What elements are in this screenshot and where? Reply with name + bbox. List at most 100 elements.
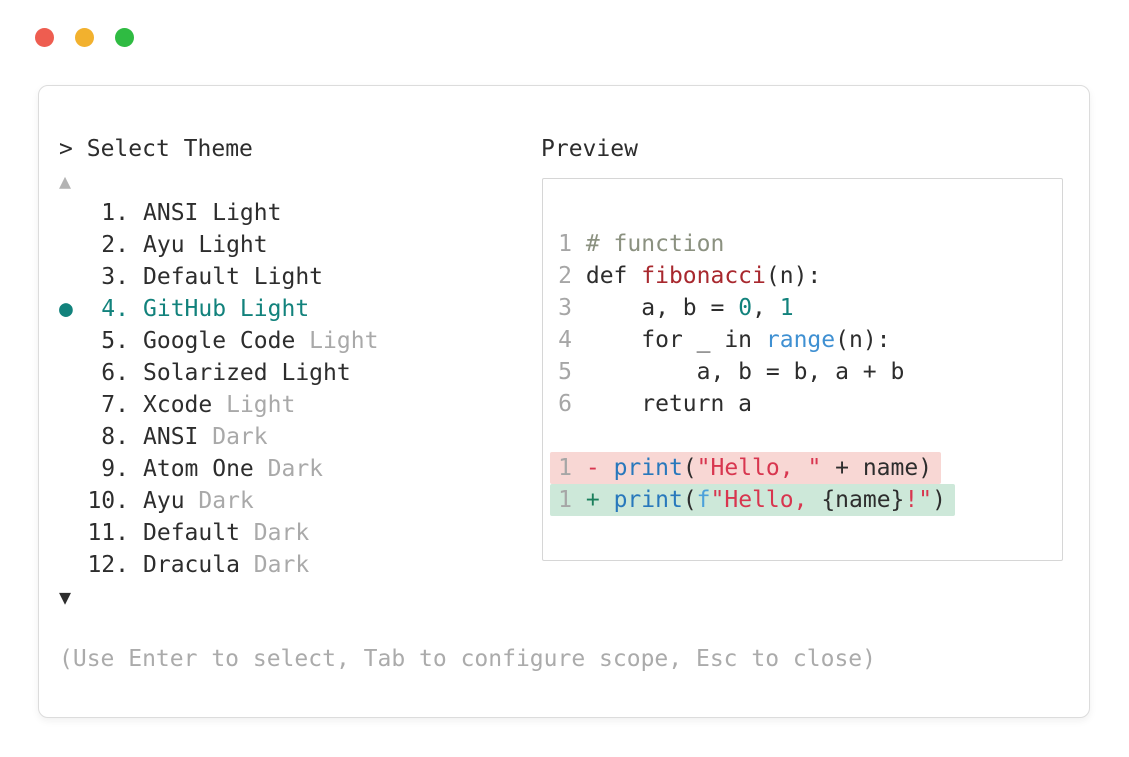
diff-highlight-del: 1 - print("Hello, " + name) — [550, 452, 942, 484]
spacer — [129, 261, 143, 293]
spacer — [572, 231, 586, 257]
theme-list-item[interactable]: 1. ANSI Light — [59, 197, 378, 229]
code-token: def — [585, 263, 642, 289]
theme-number: 1. — [101, 200, 129, 226]
theme-number: 9. — [101, 456, 129, 482]
code-line: 4 for _ in range(n): — [558, 324, 1062, 356]
theme-name: ANSI Light — [143, 200, 282, 226]
zoom-button[interactable] — [115, 28, 134, 47]
theme-list-item[interactable]: 8. ANSI Dark — [59, 421, 378, 453]
theme-name-suffix: Light — [295, 328, 379, 354]
traffic-lights — [35, 28, 134, 47]
line-number: 2 — [558, 263, 572, 289]
code-token: , — [752, 295, 780, 321]
theme-number: 4. — [101, 296, 129, 322]
spacer — [572, 455, 586, 481]
theme-list-item[interactable]: 10. Ayu Dark — [59, 485, 378, 517]
line-number: 6 — [558, 391, 572, 417]
minimize-button[interactable] — [75, 28, 94, 47]
code-line: 2 def fibonacci(n): — [558, 260, 1062, 292]
theme-name-suffix: Dark — [253, 456, 324, 482]
marker-placeholder — [59, 325, 87, 357]
theme-name-suffix: Dark — [184, 488, 254, 514]
code-token: {name} — [821, 487, 905, 513]
keyboard-hint: (Use Enter to select, Tab to configure s… — [59, 646, 876, 672]
code-line: 1 # function — [558, 228, 1062, 260]
theme-list-item[interactable]: 6. Solarized Light — [59, 357, 378, 389]
prompt-line: > Select Theme — [59, 133, 253, 165]
theme-name-suffix: Dark — [239, 520, 310, 546]
line-number: 5 — [558, 359, 572, 385]
marker-placeholder — [59, 197, 87, 229]
code-token: - — [585, 455, 614, 481]
theme-name: Xcode — [143, 392, 213, 418]
spacer — [129, 517, 143, 549]
scroll-up-icon[interactable]: ▲ — [59, 169, 72, 193]
code-token: "Hello, " — [696, 455, 822, 481]
spacer — [572, 295, 586, 321]
code-token: (n): — [765, 263, 822, 289]
code-token: a, b = b, a + b — [585, 359, 905, 385]
code-token: + — [585, 487, 614, 513]
page-title: Select Theme — [86, 136, 253, 162]
code-token: ( — [682, 455, 697, 481]
theme-number: 7. — [101, 392, 129, 418]
marker-placeholder — [59, 421, 87, 453]
theme-number: 12. — [87, 552, 129, 578]
theme-name-suffix: Dark — [239, 552, 310, 578]
line-number: 3 — [558, 295, 572, 321]
code-line: 3 a, b = 0, 1 — [558, 292, 1062, 324]
code-token: 0 — [738, 295, 753, 321]
theme-list-item[interactable]: 2. Ayu Light — [59, 229, 378, 261]
spacer — [572, 327, 586, 353]
theme-name: Solarized Light — [143, 360, 351, 386]
theme-number: 8. — [101, 424, 129, 450]
theme-name-suffix: Dark — [198, 424, 268, 450]
marker-placeholder — [59, 549, 87, 581]
marker-placeholder — [59, 261, 87, 293]
diff-line-add: 1 + print(f"Hello, {name}!") — [550, 484, 1062, 516]
code-token: + name) — [821, 455, 933, 481]
theme-list-item[interactable]: 12. Dracula Dark — [59, 549, 378, 581]
marker-placeholder — [59, 357, 87, 389]
theme-name: Default Light — [143, 264, 324, 290]
line-number: 1 — [558, 455, 572, 481]
code-token: return a — [585, 391, 753, 417]
code-token: for _ in — [585, 327, 766, 353]
close-button[interactable] — [35, 28, 54, 47]
marker-placeholder — [59, 229, 87, 261]
theme-list: 1. ANSI Light 2. Ayu Light 3. Default Li… — [59, 197, 378, 581]
marker-placeholder — [59, 389, 87, 421]
code-token: "Hello, — [710, 487, 822, 513]
code-token: (n): — [835, 327, 891, 353]
theme-list-item[interactable]: 11. Default Dark — [59, 517, 378, 549]
spacer — [129, 485, 143, 517]
theme-list-item[interactable]: 7. Xcode Light — [59, 389, 378, 421]
spacer — [129, 389, 143, 421]
theme-number: 11. — [87, 520, 129, 546]
code-line: 6 return a — [558, 388, 1062, 420]
theme-list-item[interactable]: 5. Google Code Light — [59, 325, 378, 357]
preview-label: Preview — [541, 136, 638, 162]
spacer — [129, 293, 143, 325]
theme-list-item[interactable]: 3. Default Light — [59, 261, 378, 293]
line-number: 1 — [558, 231, 572, 257]
line-number: 1 — [558, 487, 572, 513]
code-token: 1 — [779, 295, 794, 321]
theme-number: 3. — [101, 264, 129, 290]
spacer — [129, 453, 143, 485]
theme-name-suffix: Light — [212, 392, 296, 418]
spacer — [129, 549, 143, 581]
scroll-down-icon[interactable]: ▼ — [59, 585, 72, 609]
spacer — [129, 325, 143, 357]
line-number: 4 — [558, 327, 572, 353]
theme-list-item[interactable]: ● 4. GitHub Light — [59, 293, 378, 325]
code-token: ) — [932, 487, 946, 513]
diff-line-del: 1 - print("Hello, " + name) — [550, 452, 1062, 484]
code-token: print — [613, 487, 683, 513]
theme-picker-window: > Select Theme ▲ 1. ANSI Light 2. Ayu Li… — [38, 85, 1090, 718]
code-token: a, b = — [585, 295, 739, 321]
blank-line — [558, 420, 1062, 452]
theme-list-item[interactable]: 9. Atom One Dark — [59, 453, 378, 485]
